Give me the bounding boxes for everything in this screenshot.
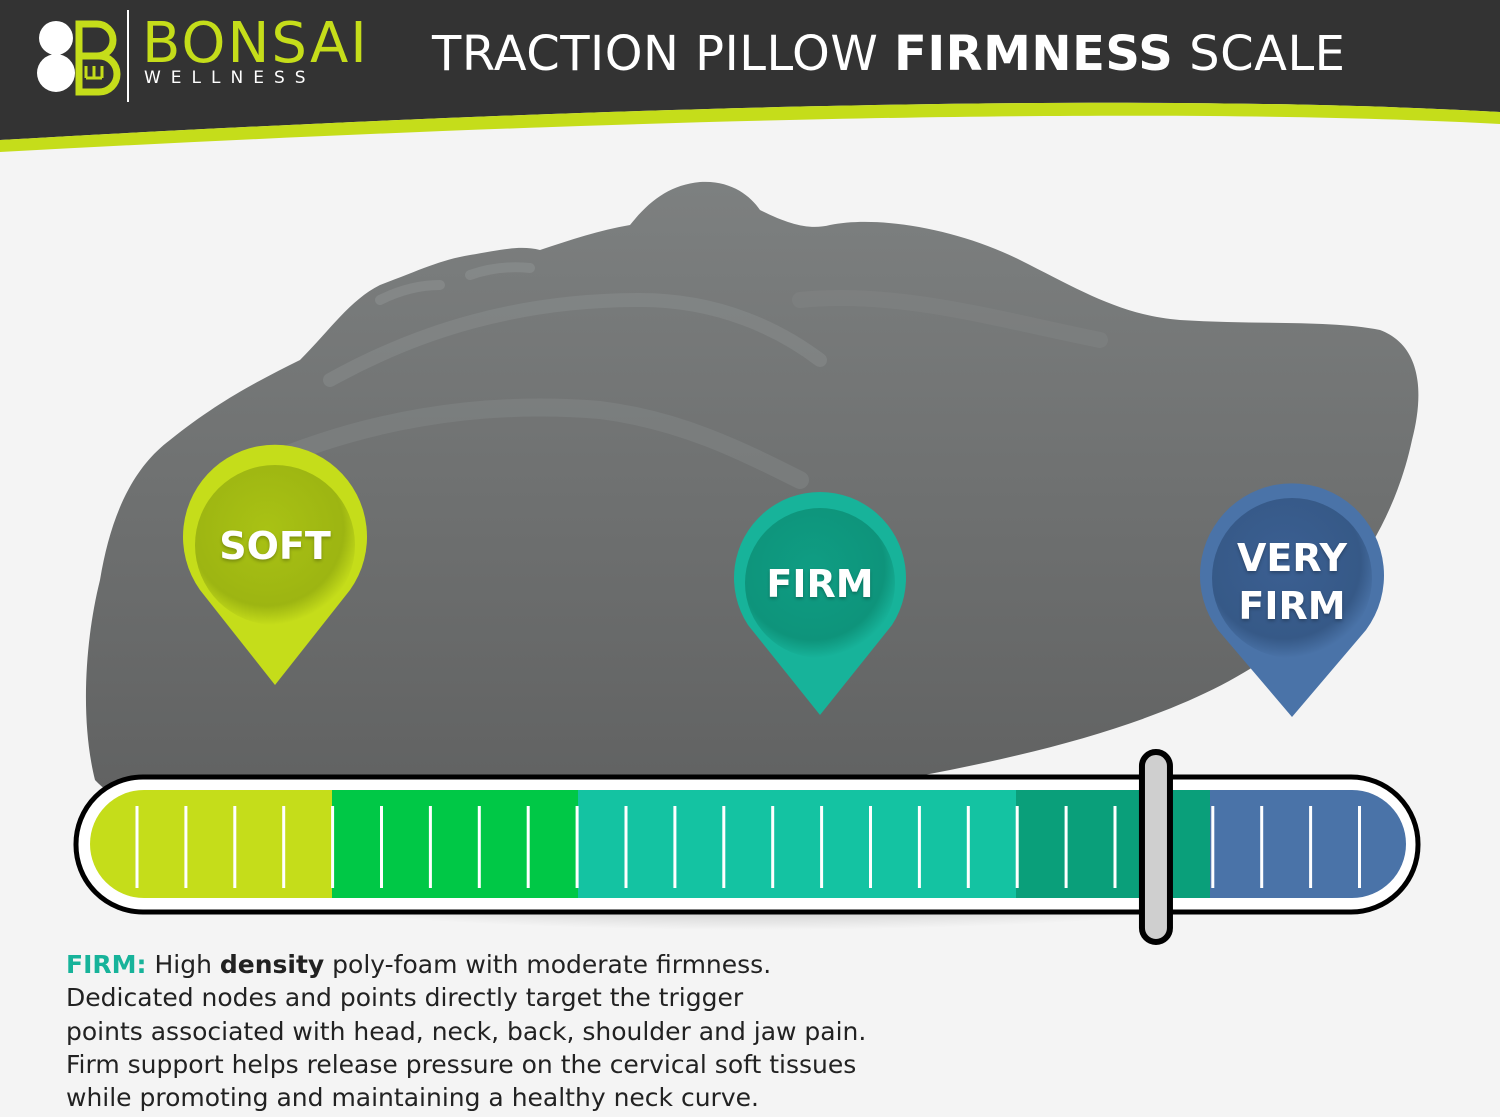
pin-label-very: VERY bbox=[1236, 536, 1348, 580]
scale-segment bbox=[578, 790, 1016, 898]
brand-subtitle: WELLNESS bbox=[144, 68, 316, 88]
pin-label-very-firm: VERY FIRM bbox=[1212, 534, 1372, 630]
pillow-ridge bbox=[323, 292, 827, 387]
pillow-ridge bbox=[375, 262, 535, 305]
description-line-4: Firm support helps release pressure on t… bbox=[66, 1049, 857, 1079]
description-line-3: points associated with head, neck, back,… bbox=[66, 1016, 867, 1046]
scale-segment bbox=[332, 790, 578, 898]
logo-divider bbox=[127, 10, 129, 102]
brand-name: BONSAI bbox=[142, 11, 369, 76]
scale-segment bbox=[1210, 790, 1406, 898]
pin-label-soft: SOFT bbox=[219, 524, 331, 568]
description-text: poly-foam with moderate firmness. bbox=[324, 950, 772, 979]
pin-label-very-firm-2: FIRM bbox=[1238, 584, 1346, 628]
pillow-ridge bbox=[241, 398, 809, 489]
scale-indicator-handle bbox=[1138, 749, 1173, 945]
scale-segment bbox=[90, 790, 332, 898]
header-band bbox=[0, 0, 1500, 152]
page-title: TRACTION PILLOW FIRMNESS SCALE bbox=[432, 26, 1346, 82]
title-bold: FIRMNESS bbox=[894, 26, 1174, 82]
firmness-scale bbox=[73, 749, 1421, 945]
description-line-5: while promoting and maintaining a health… bbox=[66, 1083, 759, 1113]
description-bold: density bbox=[219, 950, 325, 979]
pin-soft bbox=[183, 444, 367, 685]
description-line-2: Dedicated nodes and points directly targ… bbox=[66, 983, 744, 1013]
description-line-1: FIRM: High density poly-foam with modera… bbox=[66, 948, 1066, 981]
title-suffix: SCALE bbox=[1173, 26, 1346, 82]
scale-segment bbox=[1016, 790, 1210, 898]
description-text: High bbox=[146, 950, 220, 979]
description-key: FIRM: bbox=[66, 950, 147, 979]
pin-label-firm: FIRM bbox=[766, 562, 874, 606]
bonsai-logo-icon bbox=[37, 20, 121, 96]
pillow-illustration bbox=[73, 181, 1421, 945]
description: FIRM: High density poly-foam with modera… bbox=[66, 948, 1066, 1114]
pin-firm bbox=[734, 491, 907, 715]
pillow-ridge bbox=[792, 290, 1108, 348]
title-prefix: TRACTION PILLOW bbox=[432, 26, 895, 82]
pin-very-firm bbox=[1200, 483, 1384, 717]
